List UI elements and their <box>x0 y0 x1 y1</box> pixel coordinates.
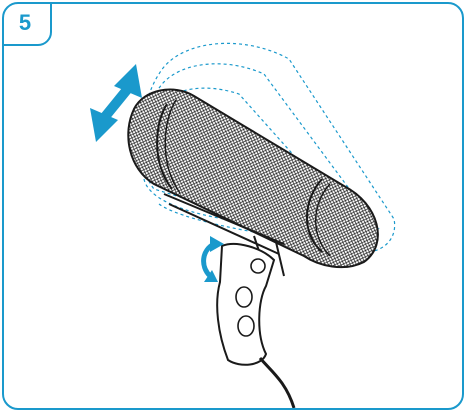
cable <box>260 358 294 408</box>
pistol-grip <box>217 244 274 365</box>
windshield-basket <box>128 90 378 268</box>
step-panel: 5 <box>2 2 464 410</box>
microphone-illustration <box>4 4 464 410</box>
